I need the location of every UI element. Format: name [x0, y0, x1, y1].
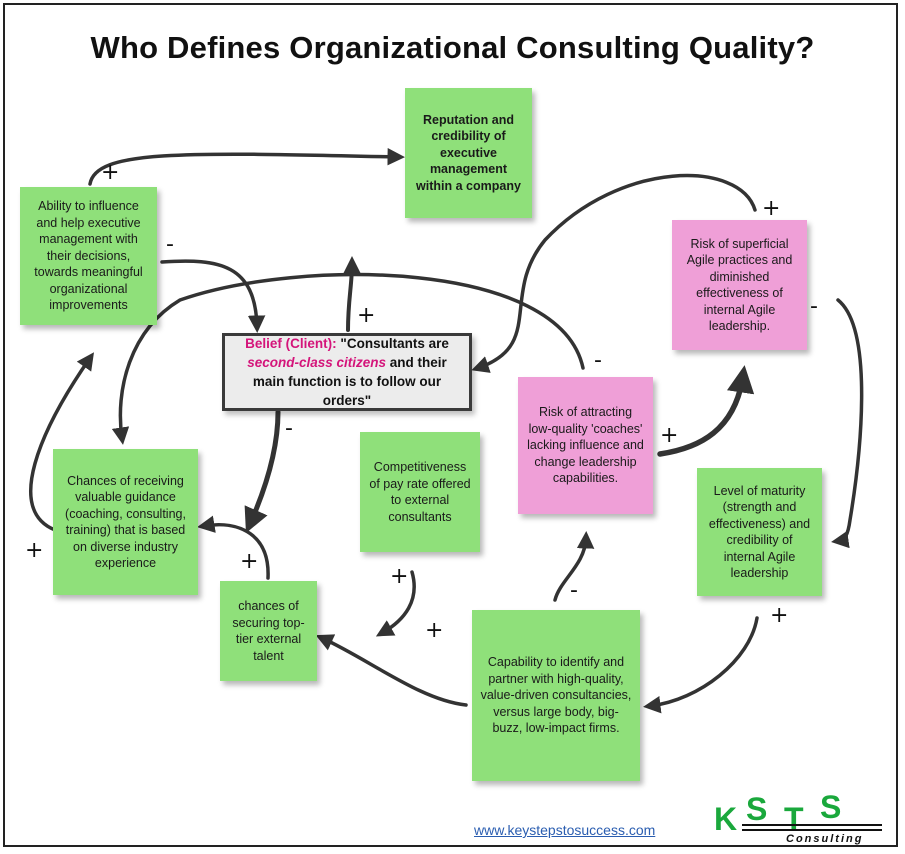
logo-letter-t: T	[784, 801, 804, 837]
arrow-guidance-to-ability	[29, 352, 94, 532]
sign-capability-to-risk: -	[570, 578, 578, 603]
arrow-ability-to-belief	[160, 259, 266, 333]
sign-ability-to-reputation: +	[101, 160, 120, 185]
sign-competitiveness-down: +	[390, 564, 409, 589]
belief-box: Belief (Client): "Consultants are second…	[222, 333, 472, 411]
belief-quote-start: "Consultants are	[340, 336, 449, 351]
belief-quote-end: and their main function is to follow our…	[252, 355, 447, 408]
sign-superficial-top: +	[762, 196, 781, 221]
arrow-risk-loop-to-guidance	[111, 272, 585, 445]
note-risk-superficial-agile: Risk of superficial Agile practices and …	[672, 220, 807, 350]
note-chances-top-talent: chances of securing top-tier external ta…	[220, 581, 317, 681]
logo-letter-k: K	[714, 801, 737, 837]
note-ability-to-influence: Ability to influence and help executive …	[20, 187, 157, 325]
sign-left-loop: +	[25, 538, 44, 563]
logo-subtitle: Consulting	[786, 833, 863, 845]
sign-ability-to-belief: -	[166, 232, 174, 257]
arrow-superficial-to-maturity	[831, 298, 864, 549]
arrow-talent-to-guidance	[197, 515, 270, 580]
sign-superficial-right: -	[810, 294, 818, 319]
sign-talent-to-guidance: +	[240, 549, 259, 574]
sign-risk-to-superficial: +	[660, 423, 679, 448]
sign-belief-up: +	[357, 303, 376, 328]
arrow-superficial-to-belief	[471, 174, 757, 373]
note-chances-valuable-guidance: Chances of receiving valuable guidance (…	[53, 449, 198, 595]
sign-maturity-to-capability: +	[770, 603, 789, 628]
arrow-capability-to-talent	[315, 634, 468, 707]
page-title: Who Defines Organizational Consulting Qu…	[90, 30, 815, 65]
logo-letter-s1: S	[746, 791, 767, 827]
arrow-maturity-to-capability	[643, 616, 759, 714]
sign-capability-to-talent: +	[425, 618, 444, 643]
note-reputation: Reputation and credibility of executive …	[405, 88, 532, 218]
arrow-risk-to-superficial	[657, 365, 755, 457]
arrow-ability-to-reputation	[88, 148, 405, 186]
arrow-capability-to-risk	[553, 531, 595, 602]
sign-belief-down: -	[285, 416, 293, 441]
belief-prefix: Belief (Client):	[245, 336, 341, 351]
note-competitiveness-pay-rate: Competitiveness of pay rate offered to e…	[360, 432, 480, 552]
ksts-logo: K S T S Consulting	[714, 789, 882, 845]
note-risk-low-quality-coaches: Risk of attracting low-quality 'coaches'…	[518, 377, 653, 514]
logo-letter-s2: S	[820, 789, 841, 825]
sign-risk-coaches-top: -	[594, 348, 602, 373]
belief-emphasis: second-class citizens	[247, 355, 387, 370]
arrow-belief-down	[244, 409, 281, 534]
website-link[interactable]: www.keystepstosuccess.com	[474, 822, 656, 838]
arrow-belief-up	[341, 256, 362, 332]
note-maturity-internal-leadership: Level of maturity (strength and effectiv…	[697, 468, 822, 596]
arrow-competitiveness-to-talent	[375, 570, 416, 637]
note-capability-identify-partners: Capability to identify and partner with …	[472, 610, 640, 781]
